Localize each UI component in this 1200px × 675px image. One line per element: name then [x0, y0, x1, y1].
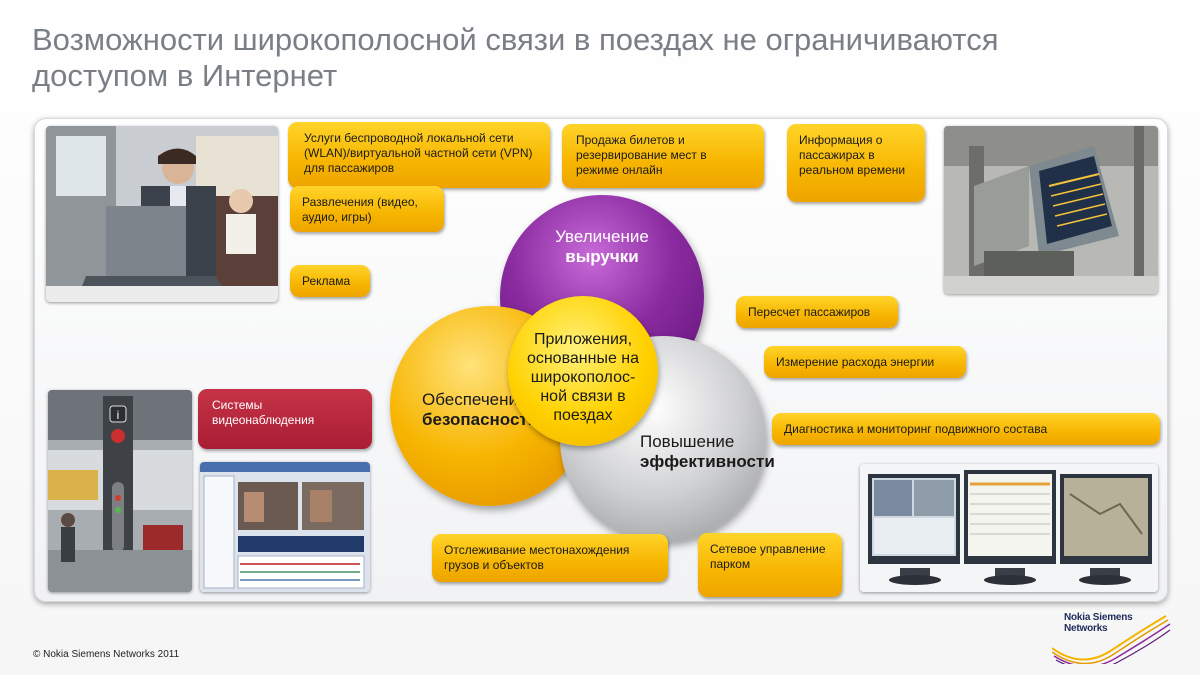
circle-security-line1: Обеспечение — [422, 390, 528, 409]
photo-monitoring-screens — [860, 464, 1158, 592]
box-video-surveillance: Системы видеонаблюдения — [198, 389, 372, 449]
logo-line2: Networks — [1064, 623, 1108, 634]
circle-revenue-line1: Увеличение — [555, 227, 649, 246]
box-advertising: Реклама — [290, 265, 370, 297]
circle-revenue-line2: выручки — [565, 247, 639, 266]
box-passenger-info: Информация о пассажирах в реальном време… — [787, 124, 925, 202]
circle-center-label: Приложения, основанные на широкополос-но… — [526, 331, 640, 424]
box-fleet-management: Сетевое управление парком — [698, 533, 842, 597]
photo-station-platform: i — [48, 390, 192, 592]
box-passenger-count: Пересчет пассажиров — [736, 296, 898, 328]
photo-passenger-info-display — [944, 126, 1158, 294]
logo-wave-icon — [1052, 615, 1171, 664]
box-cargo-tracking: Отслеживание местонахождения грузов и об… — [432, 534, 668, 582]
box-entertainment: Развлечения (видео, аудио, игры) — [290, 186, 444, 232]
box-energy-measurement: Измерение расхода энергии — [764, 346, 966, 378]
nokia-siemens-logo: Nokia Siemens Networks — [1052, 608, 1172, 664]
circle-center-applications: Приложения, основанные на широкополос-но… — [508, 296, 658, 446]
circle-security-line2: безопасности — [422, 410, 539, 429]
box-diagnostics: Диагностика и мониторинг подвижного сост… — [772, 413, 1160, 445]
logo-line1: Nokia Siemens — [1064, 612, 1133, 623]
circle-efficiency-line2: эффективности — [640, 452, 775, 471]
box-ticket-sales: Продажа билетов и резервирование мест в … — [562, 124, 764, 188]
box-wlan-vpn-services: Услуги беспроводной локальной сети (WLAN… — [288, 122, 550, 188]
photo-businessman-laptop — [46, 126, 278, 302]
photo-cctv-software — [200, 462, 370, 592]
circle-efficiency-line1: Повышение — [640, 432, 735, 451]
slide-title: Возможности широкополосной связи в поезд… — [32, 22, 999, 93]
svg-text:i: i — [117, 408, 120, 422]
copyright-footer: © Nokia Siemens Networks 2011 — [33, 649, 180, 660]
